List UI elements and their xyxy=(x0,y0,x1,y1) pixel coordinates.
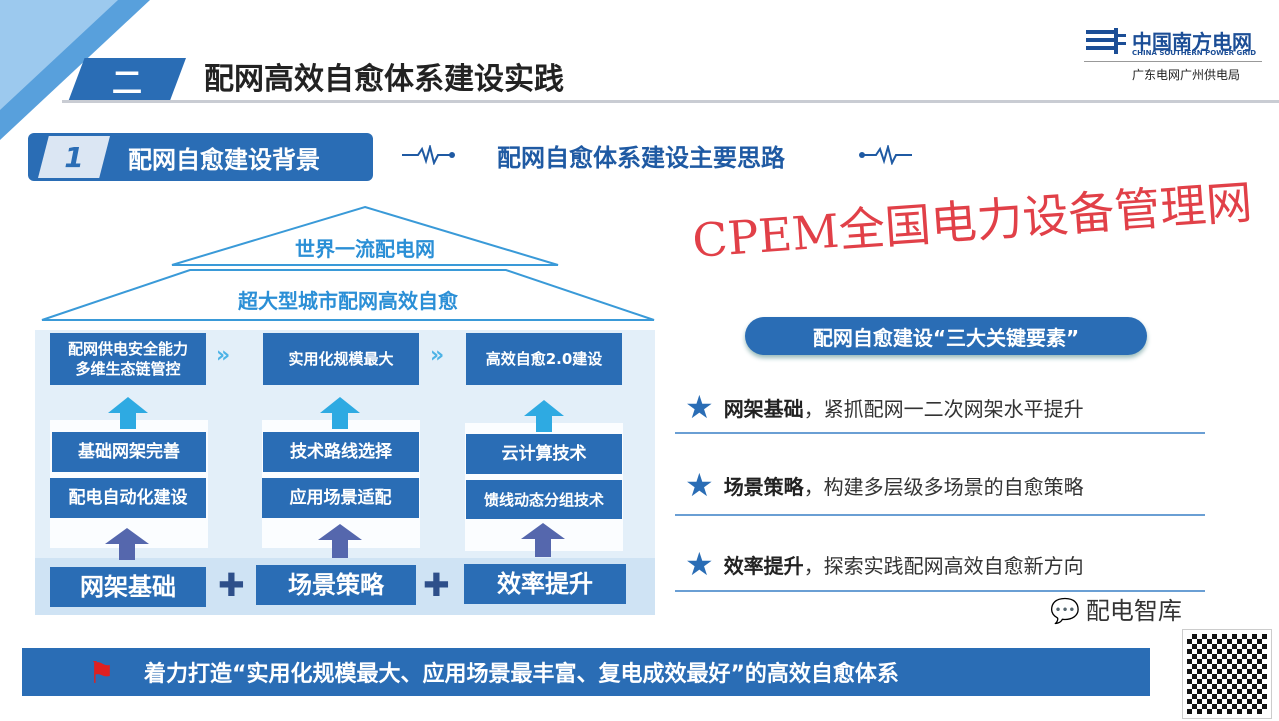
divider xyxy=(675,590,1205,592)
bottom-banner: 着力打造“实用化规模最大、应用场景最丰富、复电成效最好”的高效自愈体系 xyxy=(22,648,1150,696)
arrow-up-icon xyxy=(318,524,362,558)
base-box: 网架基础 xyxy=(50,567,206,607)
item-box: 应用场景适配 xyxy=(262,478,419,518)
roof-top-label: 世界一流配电网 xyxy=(295,237,435,261)
star-icon: ★ xyxy=(685,388,714,426)
key-element-item: ★ 场景策略，构建多层级多场景的自愈策略 xyxy=(685,466,1084,504)
chapter-number: 二 xyxy=(68,58,186,102)
plus-icon: ✚ xyxy=(423,566,450,604)
goal-box: 实用化规模最大 xyxy=(263,333,419,385)
key-element-item: ★ 效率提升，探索实践配网高效自愈新方向 xyxy=(685,545,1084,583)
logo-name-cn: 中国南方电网 xyxy=(1132,30,1252,54)
divider xyxy=(675,514,1205,516)
base-box: 效率提升 xyxy=(464,564,626,604)
key-elements-title: 配网自愈建设“三大关键要素” xyxy=(745,317,1147,355)
item-box: 技术路线选择 xyxy=(263,432,419,472)
section-number: 1 xyxy=(38,136,110,178)
item-text: ，构建多层级多场景的自愈策略 xyxy=(803,474,1084,499)
base-box: 场景策略 xyxy=(256,565,416,605)
arrow-up-icon xyxy=(105,528,149,560)
arrow-up-icon xyxy=(108,397,148,429)
goal-box: 高效自愈2.0建设 xyxy=(466,333,622,385)
item-box: 馈线动态分组技术 xyxy=(466,480,622,519)
banner-text: 着力打造“实用化规模最大、应用场景最丰富、复电成效最好”的高效自愈体系 xyxy=(144,662,899,687)
plus-icon: ✚ xyxy=(218,566,245,604)
divider xyxy=(675,432,1205,434)
goal-box: 配网供电安全能力多维生态链管控 xyxy=(50,333,206,385)
section-label: 配网自愈建设背景 xyxy=(128,145,320,174)
item-text: ，探索实践配网高效自愈新方向 xyxy=(803,553,1084,578)
page-title: 配网高效自愈体系建设实践 xyxy=(204,62,564,97)
item-bold: 网架基础 xyxy=(723,396,804,421)
key-element-item: ★ 网架基础，紧抓配网一二次网架水平提升 xyxy=(685,388,1084,426)
chevron-right-icon: » xyxy=(216,343,231,368)
arrow-up-icon xyxy=(521,523,565,557)
logo-name-en: CHINA SOUTHERN POWER GRID xyxy=(1132,49,1257,57)
star-icon: ★ xyxy=(685,545,714,583)
roof-top-shape xyxy=(171,205,559,266)
arrow-up-icon xyxy=(320,397,360,429)
pulse-icon xyxy=(402,145,455,165)
chevron-right-icon: » xyxy=(430,343,445,368)
watermark: CPEM全国电力设备管理网 xyxy=(690,174,1254,268)
item-bold: 效率提升 xyxy=(723,553,804,578)
item-box: 配电自动化建设 xyxy=(50,478,206,518)
title-divider xyxy=(62,100,1279,103)
wechat-account: 💬配电智库 xyxy=(1050,597,1182,625)
roof-bottom-label: 超大型城市配网高效自愈 xyxy=(238,289,458,313)
star-icon: ★ xyxy=(685,466,714,504)
pulse-icon xyxy=(859,145,912,165)
logo-subtitle: 广东电网广州供电局 xyxy=(1132,68,1241,82)
item-text: ，紧抓配网一二次网架水平提升 xyxy=(803,396,1084,421)
csg-logo-icon xyxy=(1086,28,1126,54)
arrow-up-icon xyxy=(524,400,564,432)
flag-icon: ⚑ xyxy=(88,656,115,691)
item-box: 云计算技术 xyxy=(466,434,622,474)
item-bold: 场景策略 xyxy=(723,474,804,499)
wechat-name: 配电智库 xyxy=(1085,597,1182,625)
section-subtitle: 配网自愈体系建设主要思路 xyxy=(497,144,785,172)
item-box: 基础网架完善 xyxy=(52,432,206,472)
qr-code xyxy=(1182,629,1272,719)
roof-bottom-shape xyxy=(41,269,655,321)
goal-line: 配网供电安全能力 xyxy=(67,340,188,358)
wechat-icon: 💬 xyxy=(1050,597,1080,625)
goal-line: 多维生态链管控 xyxy=(75,360,181,378)
logo-divider xyxy=(1084,61,1262,62)
